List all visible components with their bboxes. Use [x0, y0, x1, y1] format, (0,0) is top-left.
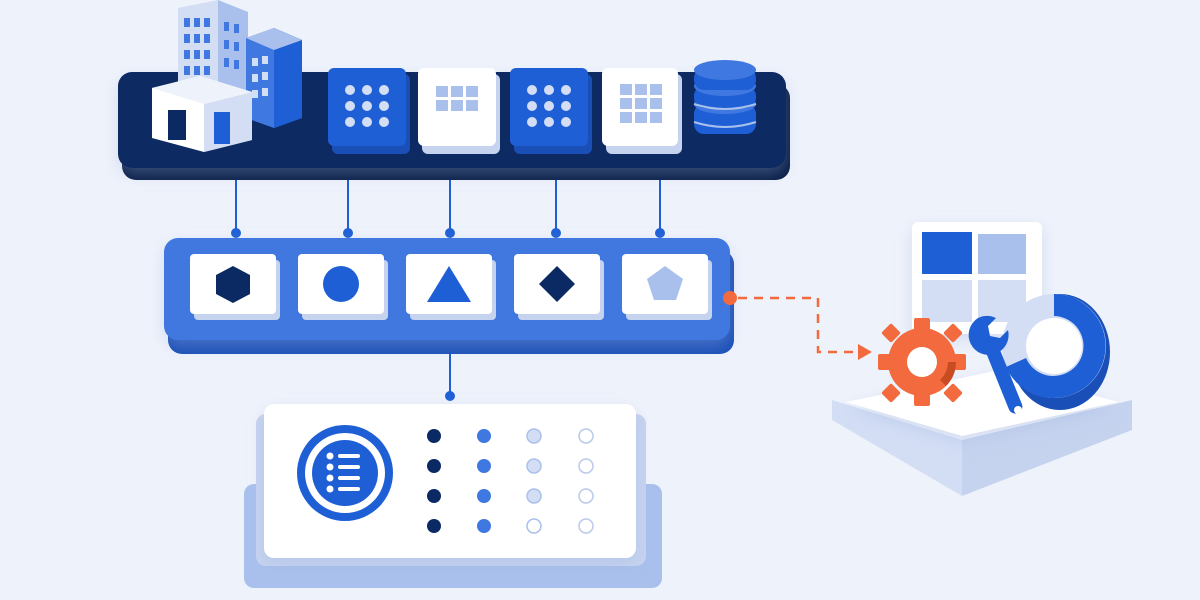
pentagon-icon — [647, 266, 683, 300]
top-tile-2 — [418, 68, 500, 154]
dot-grid-tile-icon — [527, 85, 571, 127]
orange-connector — [723, 291, 872, 360]
arrow-right-icon — [858, 344, 872, 360]
bottom-connector — [445, 354, 455, 401]
dot-column-3 — [526, 428, 542, 534]
top-tile-3 — [510, 68, 592, 154]
shape-tile-circle — [298, 254, 388, 320]
shape-tile-pentagon — [622, 254, 712, 320]
list-circle-icon — [297, 425, 393, 521]
shape-tile-diamond — [514, 254, 604, 320]
wrench-icon — [968, 315, 1023, 414]
dot-column-2 — [477, 429, 491, 533]
dot-grid-tile-icon — [345, 85, 389, 127]
hexagon-icon — [216, 266, 250, 303]
dot-column-4 — [578, 428, 594, 534]
window-grid-tile-icon — [620, 84, 662, 123]
triangle-icon — [427, 266, 471, 302]
dot-column-1 — [427, 429, 441, 533]
diamond-icon — [539, 266, 575, 302]
donut-chart-icon — [1002, 294, 1110, 410]
office-buildings-icon — [152, 0, 302, 152]
top-connectors — [231, 180, 665, 238]
shape-tile-hexagon — [190, 254, 280, 320]
dot-matrix — [427, 428, 594, 534]
circle-icon — [323, 266, 359, 302]
window-grid-tile-icon — [436, 86, 478, 111]
top-tile-1 — [328, 68, 410, 154]
window-grid-icon — [912, 222, 1042, 334]
shape-tile-triangle — [406, 254, 496, 320]
database-stack-icon — [693, 60, 757, 134]
gear-icon — [878, 318, 966, 406]
top-tile-4 — [602, 68, 682, 154]
